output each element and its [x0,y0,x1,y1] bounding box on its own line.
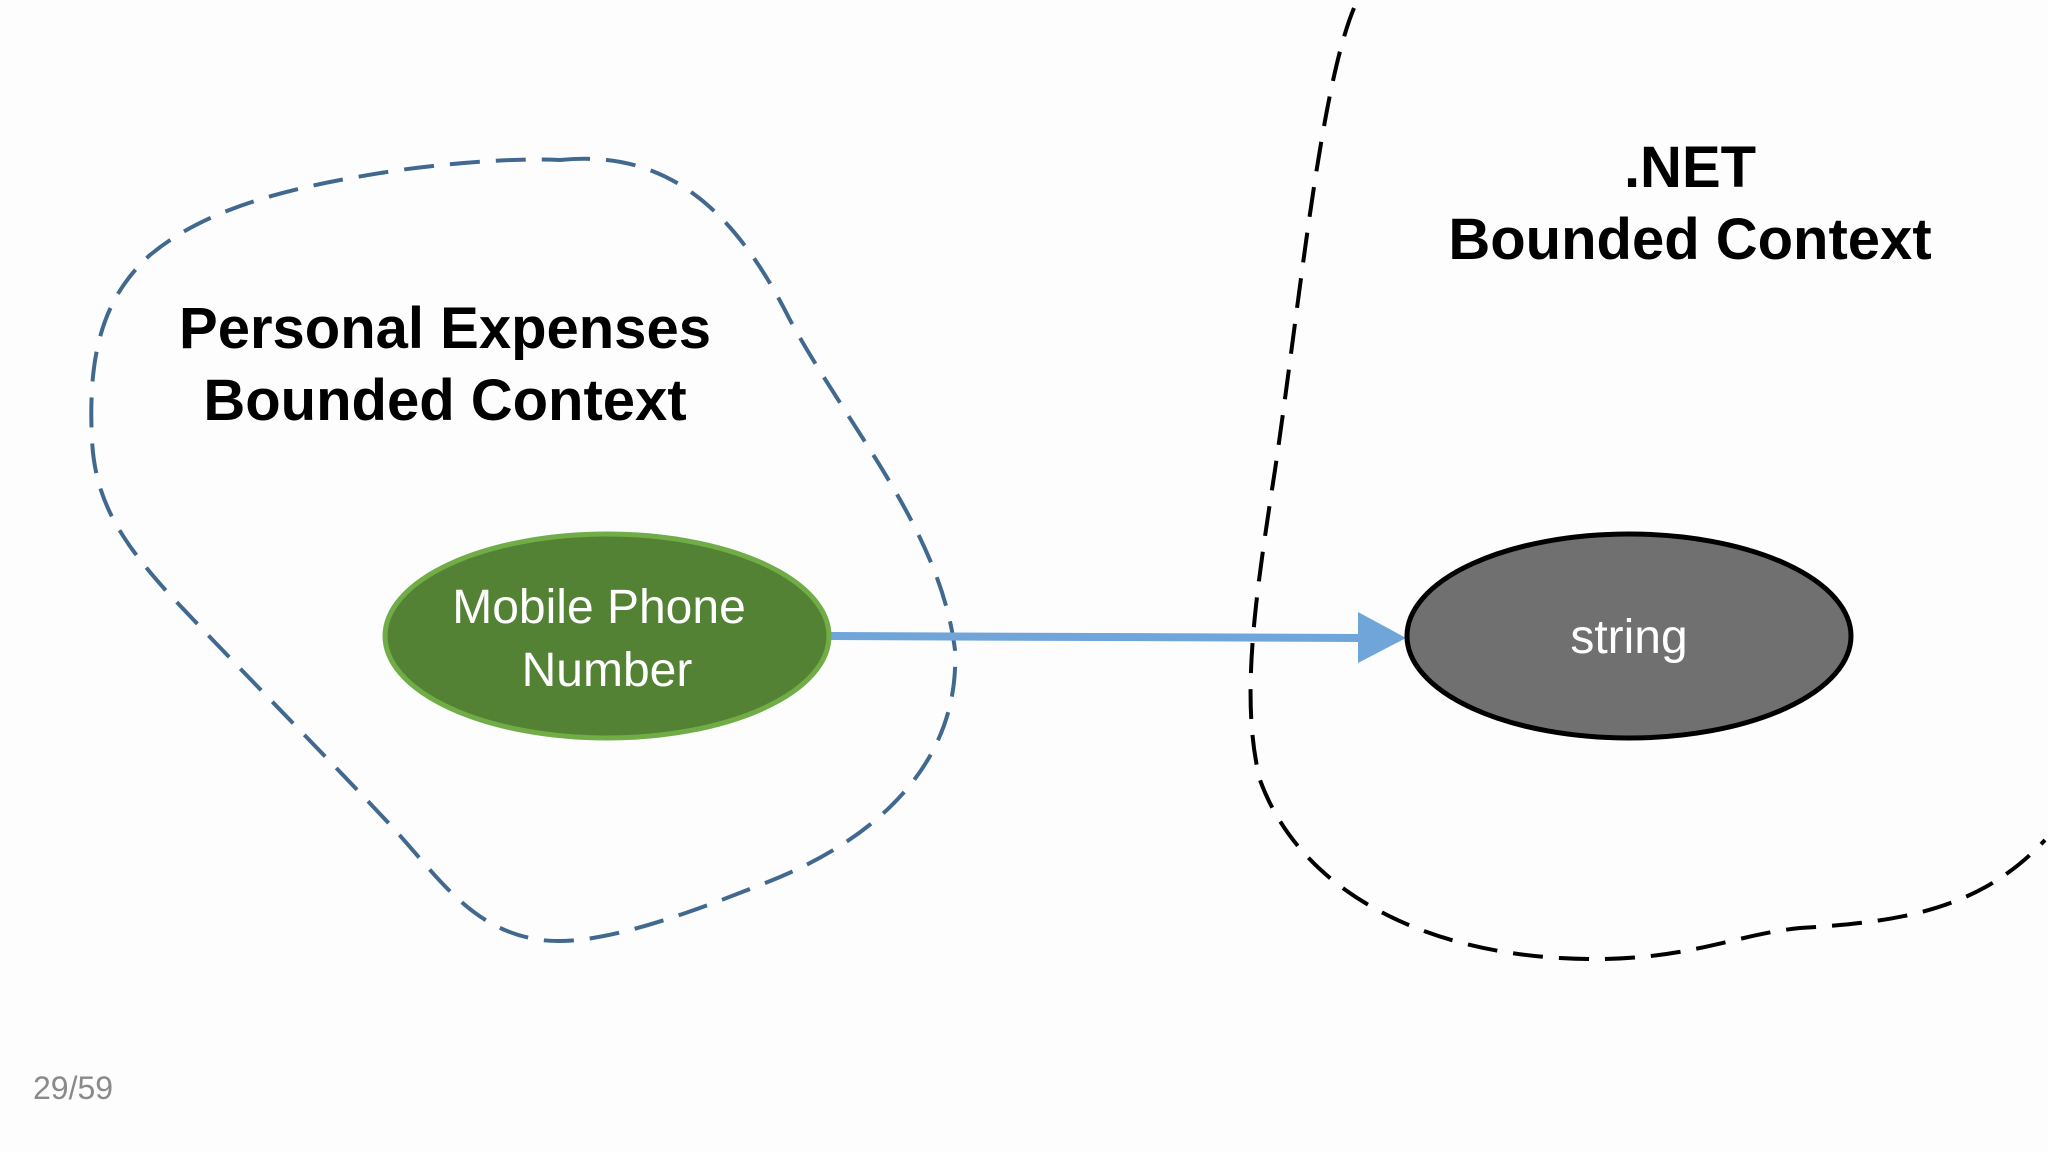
mapping-arrow-line [829,632,1363,642]
string-node [1404,531,1854,741]
dotnet-context-title-line2: Bounded Context [1448,207,1932,272]
dotnet-context-title-line1: .NET [1623,135,1757,200]
mobile-phone-number-node [382,531,832,741]
mapping-arrow-head [1358,612,1406,663]
personal-context-title: Personal Expenses Bounded Context [145,293,745,437]
personal-context-title-line2: Bounded Context [203,368,687,433]
mobile-phone-number-label-line2: Number [522,644,693,697]
personal-context-boundary [89,156,958,943]
page-counter: 29/59 [33,1070,114,1106]
personal-context-title-line1: Personal Expenses [179,296,711,361]
dotnet-context-title: .NET Bounded Context [1390,132,1990,276]
dotnet-context-boundary [1248,7,2047,962]
string-label: string [1570,611,1687,664]
mobile-phone-number-label-line1: Mobile Phone [452,581,746,634]
